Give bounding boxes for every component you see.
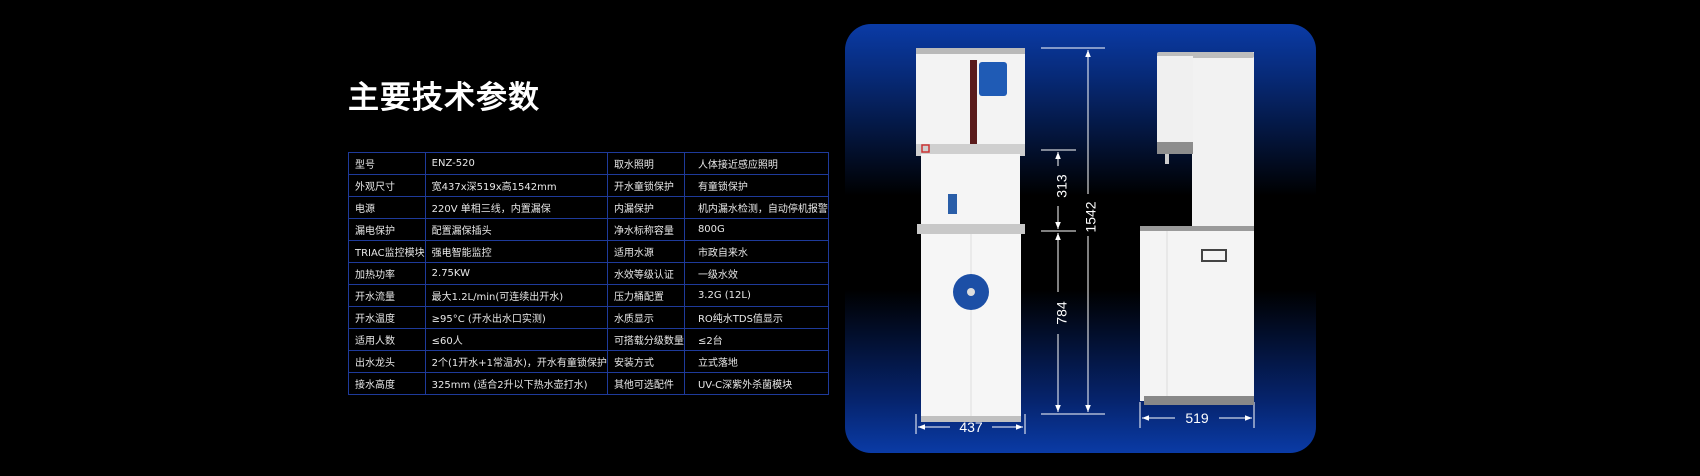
spec-value: 220V 单相三线，内置漏保 — [424, 196, 608, 219]
spec-label: 出水龙头 — [348, 350, 426, 373]
spec-value: 有童锁保护 — [683, 174, 829, 197]
spec-value: ENZ-520 — [424, 152, 608, 175]
spec-value: 一级水效 — [683, 262, 829, 285]
spec-label: 漏电保护 — [348, 218, 426, 241]
spec-label: 可搭载分级数量 — [606, 328, 685, 351]
spec-label: 适用人数 — [348, 328, 426, 351]
spec-value: 最大1.2L/min(可连续出开水) — [424, 284, 608, 307]
upper-height-label: 313 — [1054, 174, 1070, 198]
spec-label: TRIAC监控模块 — [348, 240, 426, 263]
spec-label: 水效等级认证 — [606, 262, 685, 285]
spec-value: 325mm (适合2升以下热水壶打水) — [424, 372, 608, 395]
spec-value: 立式落地 — [683, 350, 829, 373]
total-height-label: 1542 — [1083, 201, 1099, 232]
dimension-lines — [915, 47, 1255, 434]
spec-label: 型号 — [348, 152, 426, 175]
width-label: 437 — [959, 419, 983, 435]
spec-label: 开水温度 — [348, 306, 426, 329]
front-view-machine — [916, 48, 1025, 422]
spec-value: 配置漏保插头 — [424, 218, 608, 241]
spec-value: 机内漏水检测，自动停机报警 — [683, 196, 829, 219]
product-dimension-panel: 1542 313 784 437 519 — [845, 24, 1316, 453]
spec-label: 水质显示 — [606, 306, 685, 329]
spec-label: 接水高度 — [348, 372, 426, 395]
spec-row: 适用人数≤60人可搭载分级数量≤2台 — [348, 328, 829, 351]
spec-value: RO纯水TDS值显示 — [683, 306, 829, 329]
spec-value: 800G — [683, 218, 829, 241]
product-drawing: 1542 313 784 437 519 — [915, 47, 1255, 435]
spec-label: 其他可选配件 — [606, 372, 685, 395]
spec-row: TRIAC监控模块强电智能监控适用水源市政自来水 — [348, 240, 829, 263]
spec-value: 市政自来水 — [683, 240, 829, 263]
spec-label: 适用水源 — [606, 240, 685, 263]
spec-value: 强电智能监控 — [424, 240, 608, 263]
spec-value: ≤2台 — [683, 328, 829, 351]
spec-label: 电源 — [348, 196, 426, 219]
spec-label: 开水流量 — [348, 284, 426, 307]
page-title: 主要技术参数 — [348, 80, 540, 116]
spec-label: 开水童锁保护 — [606, 174, 685, 197]
spec-value: ≥95°C (开水出水口实测) — [424, 306, 608, 329]
side-view-machine — [1140, 52, 1254, 405]
spec-value: 2.75KW — [424, 262, 608, 285]
spec-label: 净水标称容量 — [606, 218, 685, 241]
spec-label: 安装方式 — [606, 350, 685, 373]
depth-label: 519 — [1185, 410, 1209, 426]
spec-label: 压力桶配置 — [606, 284, 685, 307]
spec-value: UV-C深紫外杀菌模块 — [683, 372, 829, 395]
spec-label: 外观尺寸 — [348, 174, 426, 197]
spec-value: ≤60人 — [424, 328, 608, 351]
spec-value: 3.2G (12L) — [683, 284, 829, 307]
spec-label: 内漏保护 — [606, 196, 685, 219]
spec-value: 人体接近感应照明 — [683, 152, 829, 175]
spec-value: 宽437x深519x高1542mm — [424, 174, 608, 197]
spec-label: 取水照明 — [606, 152, 685, 175]
lower-height-label: 784 — [1054, 301, 1070, 325]
spec-value: 2个(1开水+1常温水)，开水有童锁保护 — [424, 350, 608, 373]
spec-label: 加热功率 — [348, 262, 426, 285]
